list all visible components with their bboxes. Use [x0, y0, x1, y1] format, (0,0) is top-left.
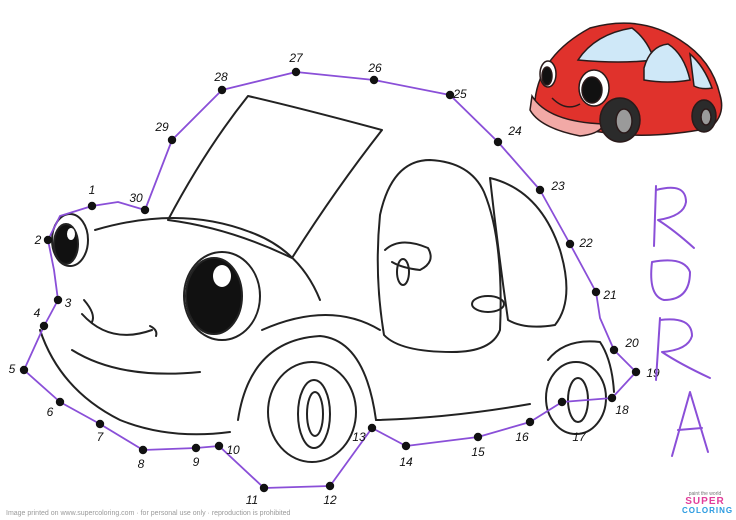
- dot-number-10: 10: [226, 443, 240, 457]
- dot-number-27: 27: [288, 51, 304, 65]
- dot-number-29: 29: [154, 120, 169, 134]
- dot-10: [214, 441, 224, 451]
- dot-17: [557, 397, 567, 407]
- dot-number-3: 3: [65, 296, 72, 310]
- logo-line-2: COLORING: [682, 506, 734, 515]
- dot-1: [87, 201, 97, 211]
- dot-number-21: 21: [602, 288, 616, 302]
- logo-line-1: SUPER: [685, 496, 725, 507]
- dot-30: [140, 205, 150, 215]
- dot-14: [401, 441, 411, 451]
- dot-number-13: 13: [352, 430, 366, 444]
- dot-number-30: 30: [129, 191, 143, 205]
- dot-2: [43, 235, 53, 245]
- dot-number-25: 25: [452, 87, 467, 101]
- dot-29: [167, 135, 177, 145]
- dot-22: [565, 239, 575, 249]
- footer-disclaimer: Image printed on www.supercoloring.com ·…: [6, 510, 291, 517]
- dot-number-20: 20: [624, 336, 639, 350]
- dot-13: [367, 423, 377, 433]
- dot-number-23: 23: [550, 179, 565, 193]
- dot-19: [631, 367, 641, 377]
- dot-number-7: 7: [97, 430, 105, 444]
- logo-tagline: paint the world: [688, 491, 722, 497]
- dot-6: [55, 397, 65, 407]
- dot-28: [217, 85, 227, 95]
- supercoloring-logo: paint the world SUPER COLORING: [682, 491, 734, 518]
- dot-number-22: 22: [578, 236, 593, 250]
- dot-27: [291, 67, 301, 77]
- dot-7: [95, 419, 105, 429]
- dot-number-14: 14: [399, 455, 413, 469]
- dot-number-24: 24: [507, 124, 522, 138]
- dot-20: [609, 345, 619, 355]
- dot-9: [191, 443, 201, 453]
- dot-8: [138, 445, 148, 455]
- dot-number-18: 18: [615, 403, 629, 417]
- dot-25: [445, 90, 455, 100]
- dot-number-16: 16: [515, 430, 529, 444]
- dot-11: [259, 483, 269, 493]
- dot-23: [535, 185, 545, 195]
- dot-number-26: 26: [367, 61, 382, 75]
- dot-number-5: 5: [9, 362, 16, 376]
- dot-number-17: 17: [572, 430, 587, 444]
- handwritten-name: [650, 185, 711, 457]
- dot-number-12: 12: [323, 493, 337, 507]
- dot-number-6: 6: [47, 405, 54, 419]
- dot-number-19: 19: [646, 366, 660, 380]
- dot-number-15: 15: [471, 445, 485, 459]
- dot-24: [493, 137, 503, 147]
- dot-number-2: 2: [34, 233, 42, 247]
- dot-number-11: 11: [246, 493, 258, 507]
- dot-4: [39, 321, 49, 331]
- dot-3: [53, 295, 63, 305]
- dot-12: [325, 481, 335, 491]
- reference-car-picture: [529, 22, 723, 143]
- car-outline-drawing: [39, 95, 615, 463]
- dot-number-4: 4: [34, 306, 41, 320]
- dot-21: [591, 287, 601, 297]
- dot-15: [473, 432, 483, 442]
- dot-number-9: 9: [193, 455, 200, 469]
- dot-16: [525, 417, 535, 427]
- dot-26: [369, 75, 379, 85]
- dot-5: [19, 365, 29, 375]
- dot-number-1: 1: [89, 183, 96, 197]
- dot-number-28: 28: [213, 70, 228, 84]
- dot-number-8: 8: [138, 457, 145, 471]
- dot-18: [607, 393, 617, 403]
